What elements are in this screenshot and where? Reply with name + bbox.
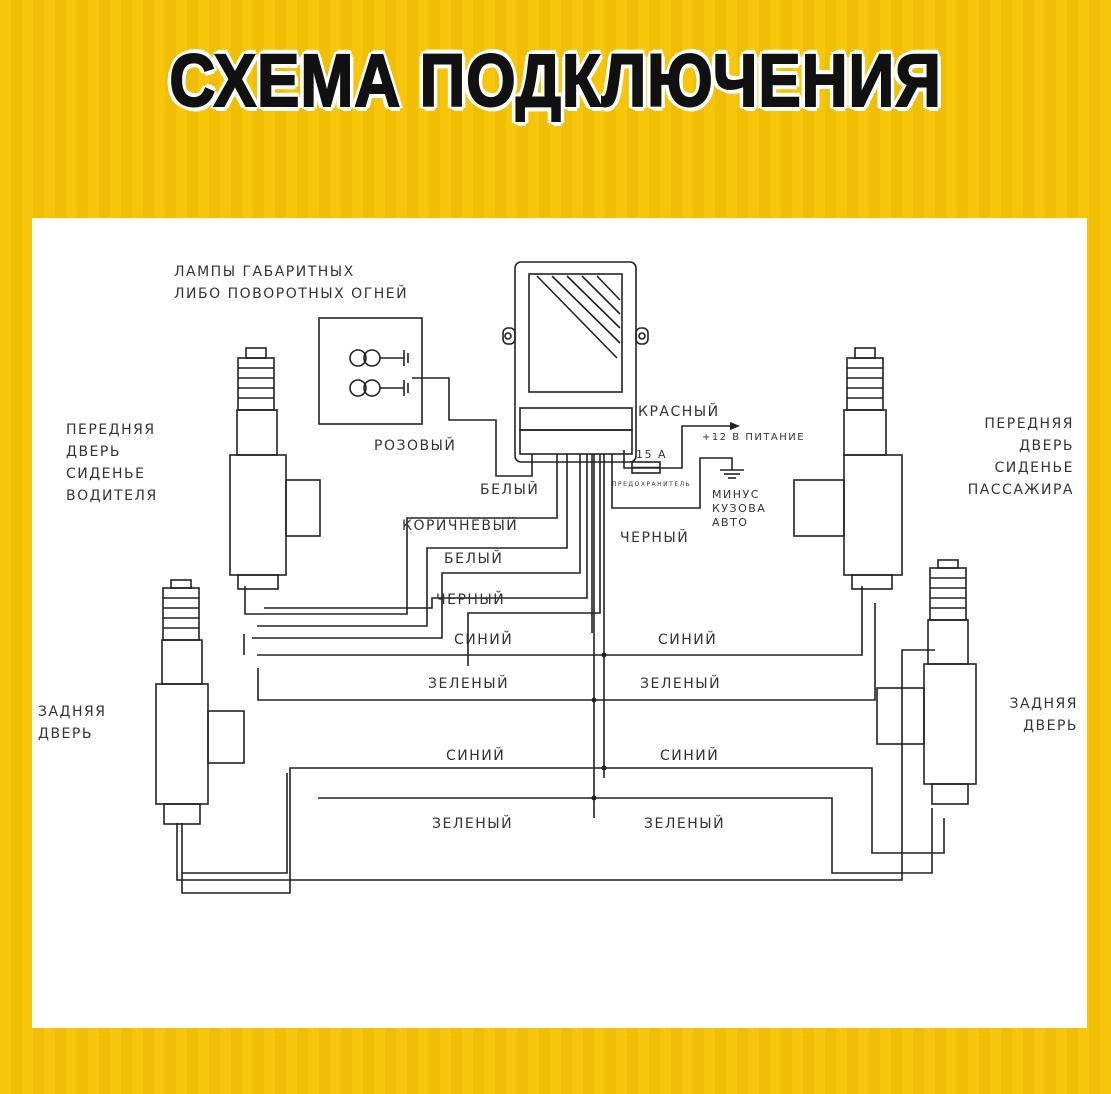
lamps-label-line1: ЛАМПЫ ГАБАРИТНЫХ — [174, 264, 355, 280]
fuse-label: ПРЕДОХРАНИТЕЛЬ — [612, 481, 691, 488]
wire-label-green-4: ЗЕЛЕНЫЙ — [644, 814, 725, 832]
front-right-label-line1: ПЕРЕДНЯЯ — [984, 416, 1074, 432]
actuator-rear-right — [876, 559, 977, 805]
diagram-panel: ЛАМПЫ ГАБАРИТНЫХ ЛИБО ПОВОРОТНЫХ ОГНЕЙ П… — [32, 218, 1087, 1028]
wire-label-blue-1: СИНИЙ — [454, 630, 513, 648]
front-left-label-line4: ВОДИТЕЛЯ — [66, 488, 158, 504]
wire-label-blue-4: СИНИЙ — [660, 746, 719, 764]
front-right-label-line4: ПАССАЖИРА — [968, 482, 1074, 498]
wire-label-red: КРАСНЫЙ — [638, 402, 720, 420]
actuator-rear-left — [155, 579, 245, 825]
wire-label-green-1: ЗЕЛЕНЫЙ — [428, 674, 509, 692]
front-left-label-line2: ДВЕРЬ — [66, 444, 121, 460]
wire-label-white-1: БЕЛЫЙ — [480, 480, 539, 498]
actuator-front-right — [793, 347, 903, 590]
wiring-diagram: ЛАМПЫ ГАБАРИТНЫХ ЛИБО ПОВОРОТНЫХ ОГНЕЙ П… — [38, 261, 1078, 894]
rear-left-label-line1: ЗАДНЯЯ — [38, 704, 106, 720]
wire-label-green-3: ЗЕЛЕНЫЙ — [432, 814, 513, 832]
wire-label-brown: КОРИЧНЕВЫЙ — [402, 516, 518, 534]
wire-label-blue-2: СИНИЙ — [658, 630, 717, 648]
front-right-label-line2: ДВЕРЬ — [1019, 438, 1074, 454]
page-title: СХЕМА ПОДКЛЮЧЕНИЯ — [168, 38, 942, 123]
control-unit — [502, 261, 649, 463]
wire-label-black-2: ЧЕРНЫЙ — [436, 590, 505, 608]
front-left-label-line1: ПЕРЕДНЯЯ — [66, 422, 156, 438]
lamps-label-line2: ЛИБО ПОВОРОТНЫХ ОГНЕЙ — [174, 284, 408, 302]
wire-label-white-2: БЕЛЫЙ — [444, 549, 503, 567]
front-right-label-line3: СИДЕНЬЕ — [994, 460, 1074, 476]
wire-label-black-1: ЧЕРНЫЙ — [620, 528, 689, 546]
front-left-label-line3: СИДЕНЬЕ — [66, 466, 146, 482]
rear-left-label-line2: ДВЕРЬ — [38, 726, 93, 742]
actuator-front-left — [229, 347, 321, 590]
ground-label-line2: КУЗОВА — [712, 502, 766, 515]
wire-label-blue-3: СИНИЙ — [446, 746, 505, 764]
wire-label-pink: РОЗОВЫЙ — [374, 436, 456, 454]
fuse-rating: 15 А — [636, 448, 667, 461]
rear-right-label-line2: ДВЕРЬ — [1023, 718, 1078, 734]
ground-label-line1: МИНУС — [712, 488, 760, 501]
rear-right-label-line1: ЗАДНЯЯ — [1010, 696, 1078, 712]
wire-label-green-2: ЗЕЛЕНЫЙ — [640, 674, 721, 692]
lamps-box — [318, 317, 423, 425]
power-label: +12 В ПИТАНИЕ — [702, 432, 805, 443]
ground-label-line3: АВТО — [712, 516, 748, 529]
